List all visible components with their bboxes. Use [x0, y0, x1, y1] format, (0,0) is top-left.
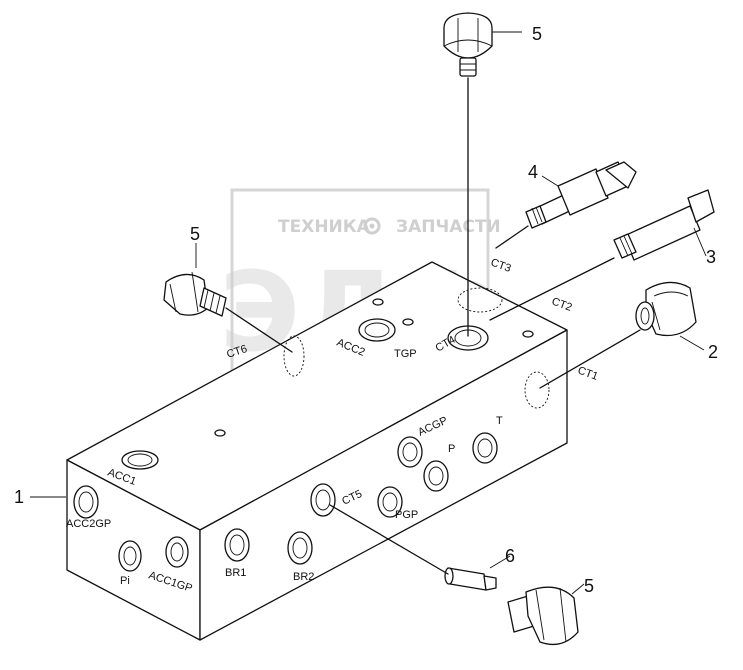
gear-icon — [363, 217, 381, 235]
cartridge-4 — [495, 161, 637, 249]
callout-3: 3 — [706, 247, 716, 267]
port-acgp — [397, 436, 423, 468]
pin-6 — [329, 504, 497, 591]
hole-top — [372, 298, 384, 306]
port-acc2gp — [73, 485, 99, 519]
label-pgp: PGP — [395, 509, 418, 521]
callout-2: 2 — [708, 342, 718, 362]
port-br1 — [224, 528, 250, 562]
label-br2: BR2 — [293, 571, 314, 583]
callout-numbers: 1 2 3 4 5 5 5 6 — [14, 24, 718, 596]
hole-tgp — [402, 318, 414, 326]
label-tgp: TGP — [394, 348, 417, 360]
plug-bottom — [507, 586, 579, 646]
watermark-text-right: ЗАПЧАСТИ — [396, 217, 501, 237]
cartridge-3 — [489, 189, 715, 321]
port-ct1-hidden — [524, 371, 550, 409]
watermark-text-left: ТЕХНИКА — [278, 217, 371, 237]
label-acc2gp: ACC2GP — [66, 518, 111, 530]
port-acc1 — [121, 450, 159, 470]
label-p: P — [448, 443, 455, 455]
side-face-ports — [224, 432, 498, 565]
port-ct5 — [310, 483, 336, 517]
port-ct6-hidden — [283, 335, 305, 377]
callout-5-top: 5 — [532, 24, 542, 44]
leader-plug-2 — [539, 329, 641, 389]
hole-right — [522, 330, 534, 338]
valve-block — [66, 261, 568, 641]
leader-pin-6 — [329, 504, 449, 575]
port-br2 — [287, 531, 313, 565]
label-br1: BR1 — [225, 567, 246, 579]
callout-5-bottom: 5 — [584, 576, 594, 596]
port-t — [472, 432, 498, 464]
block-side-face — [199, 329, 568, 641]
port-acc2 — [358, 318, 396, 342]
plug-2 — [539, 281, 697, 389]
callout-6: 6 — [505, 546, 515, 566]
callout-1: 1 — [14, 487, 24, 507]
leader-plug-left — [225, 307, 293, 353]
leader-cartridge-3 — [489, 257, 615, 321]
port-p — [423, 460, 449, 492]
leader-cartridge-4 — [495, 225, 529, 249]
front-face-ports — [73, 485, 189, 572]
label-ct1: CT1 — [576, 365, 600, 383]
plug-top — [443, 12, 493, 337]
port-pgp — [377, 486, 403, 518]
label-t: T — [496, 415, 503, 427]
label-ct2: CT2 — [550, 296, 574, 314]
port-acc1gp — [165, 536, 189, 568]
callout-4: 4 — [528, 162, 538, 182]
hole-mid — [214, 429, 226, 437]
port-ct3-hidden — [457, 287, 503, 313]
port-pi — [118, 540, 142, 572]
callout-leaders — [30, 31, 707, 595]
label-pi: Pi — [120, 575, 130, 587]
plug-left — [163, 271, 293, 353]
callout-5-left: 5 — [190, 224, 200, 244]
